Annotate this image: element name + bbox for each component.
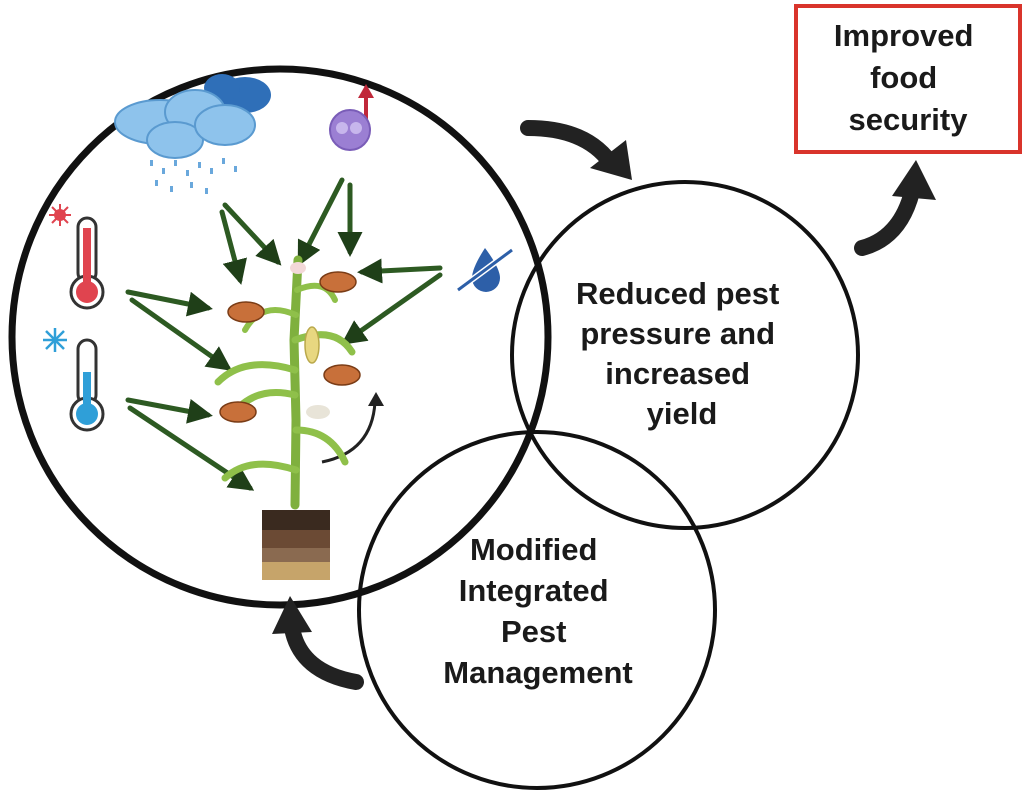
yield-circle: Reduced pest pressure and increased yiel…: [510, 180, 860, 530]
ipm-line-4: Management: [443, 655, 632, 690]
ipm-circle: Modified Integrated Pest Management: [357, 430, 717, 790]
improved-food-security-box: Improved food security: [794, 4, 1022, 154]
maize-plant-icon: [214, 255, 356, 510]
soil-profile-icon: [262, 510, 330, 580]
outcome-line-1: Improved: [834, 18, 974, 53]
climate-circle: [8, 65, 552, 609]
rain-cloud-icon: [114, 74, 271, 194]
hot-thermometer-icon: [49, 204, 105, 310]
yield-line-4: yield: [647, 396, 718, 431]
influence-arrows: [125, 177, 443, 491]
drought-icon: [456, 247, 514, 293]
ipm-line-3: Pest: [501, 614, 566, 649]
ipm-line-2: Integrated: [459, 573, 609, 608]
yield-line-2: pressure and: [580, 316, 775, 351]
cold-thermometer-icon: [43, 328, 105, 432]
flow-arrow-to-yield: [520, 120, 632, 180]
flow-arrow-to-outcome: [854, 160, 936, 256]
pest-cycle-arrow: [321, 392, 384, 464]
yield-line-3: increased: [605, 356, 750, 391]
flow-arrow-to-climate: [272, 596, 364, 690]
svg-text:Improved food secu: Improved food security: [834, 18, 982, 137]
outcome-line-2: food: [870, 60, 937, 95]
svg-text:Modified Integrated: Modified Integrated Pest Management: [443, 532, 632, 690]
yield-line-1: Reduced pest: [576, 276, 779, 311]
co2-rising-icon: [329, 84, 374, 151]
ipm-line-1: Modified: [470, 532, 597, 567]
outcome-line-3: security: [849, 102, 969, 137]
pest-insect-icon: [219, 271, 361, 423]
svg-text:Reduced pest pressure an: Reduced pest pressure and increased yiel…: [576, 276, 788, 431]
